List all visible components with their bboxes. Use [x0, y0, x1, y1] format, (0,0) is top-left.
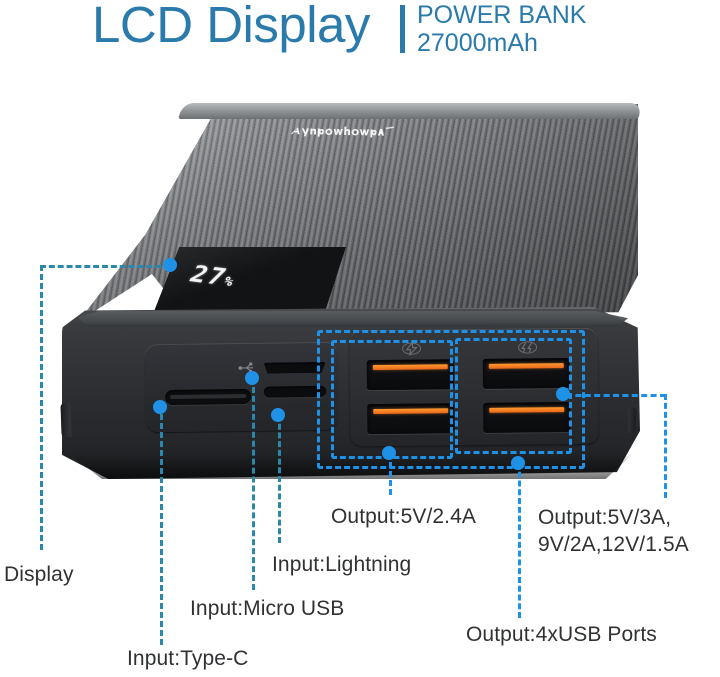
- header-subtitle-line1: POWER BANK: [417, 1, 587, 29]
- label-usb-right: Output:5V/3A, 9V/2A,12V/1.5A: [538, 504, 689, 558]
- usb-port-2: [367, 403, 455, 435]
- label-usb-right-line1: Output:5V/3A,: [538, 506, 672, 529]
- micro-usb-port: [264, 362, 326, 374]
- input-port-panel: [144, 341, 339, 433]
- label-display: Display: [4, 563, 74, 586]
- lcd-panel: [151, 247, 346, 319]
- quick-charge-icon: [517, 340, 539, 354]
- brand-logo-icon: [288, 123, 397, 142]
- product-top-edge-highlight: [178, 103, 644, 119]
- lightning-port: [263, 385, 327, 398]
- product-image: 27%: [0, 0, 720, 500]
- label-micro-usb: Input:Micro USB: [190, 597, 345, 620]
- usb-output-panel: [349, 327, 599, 447]
- page-title: LCD Display: [92, 0, 370, 53]
- label-usb-left: Output:5V/2.4A: [331, 505, 476, 528]
- header: LCD Display POWER BANK 27000mAh: [0, 0, 720, 72]
- product-body-top-strip: [77, 311, 628, 327]
- product-right-detail: [627, 406, 637, 434]
- usb-port-4: [483, 401, 571, 433]
- label-lightning: Input:Lightning: [272, 553, 412, 576]
- label-usb-all: Output:4xUSB Ports: [466, 623, 657, 646]
- usb-port-3: [482, 357, 571, 389]
- lcd-display: 27%: [151, 247, 346, 319]
- header-divider: [400, 5, 405, 53]
- type-c-port: [165, 388, 252, 406]
- bolt-icon: [401, 341, 423, 356]
- product-front-panel: [60, 307, 640, 479]
- usb-port-1: [366, 359, 455, 391]
- label-usb-right-line2: 9V/2A,12V/1.5A: [538, 533, 689, 556]
- product-left-detail: [60, 402, 72, 438]
- label-type-c: Input:Type-C: [127, 647, 249, 670]
- usb-trident-icon: [238, 359, 258, 373]
- product-body-shadow: [68, 453, 634, 479]
- header-subtitle: POWER BANK 27000mAh: [417, 1, 586, 57]
- header-subtitle-line2: 27000mAh: [417, 29, 538, 57]
